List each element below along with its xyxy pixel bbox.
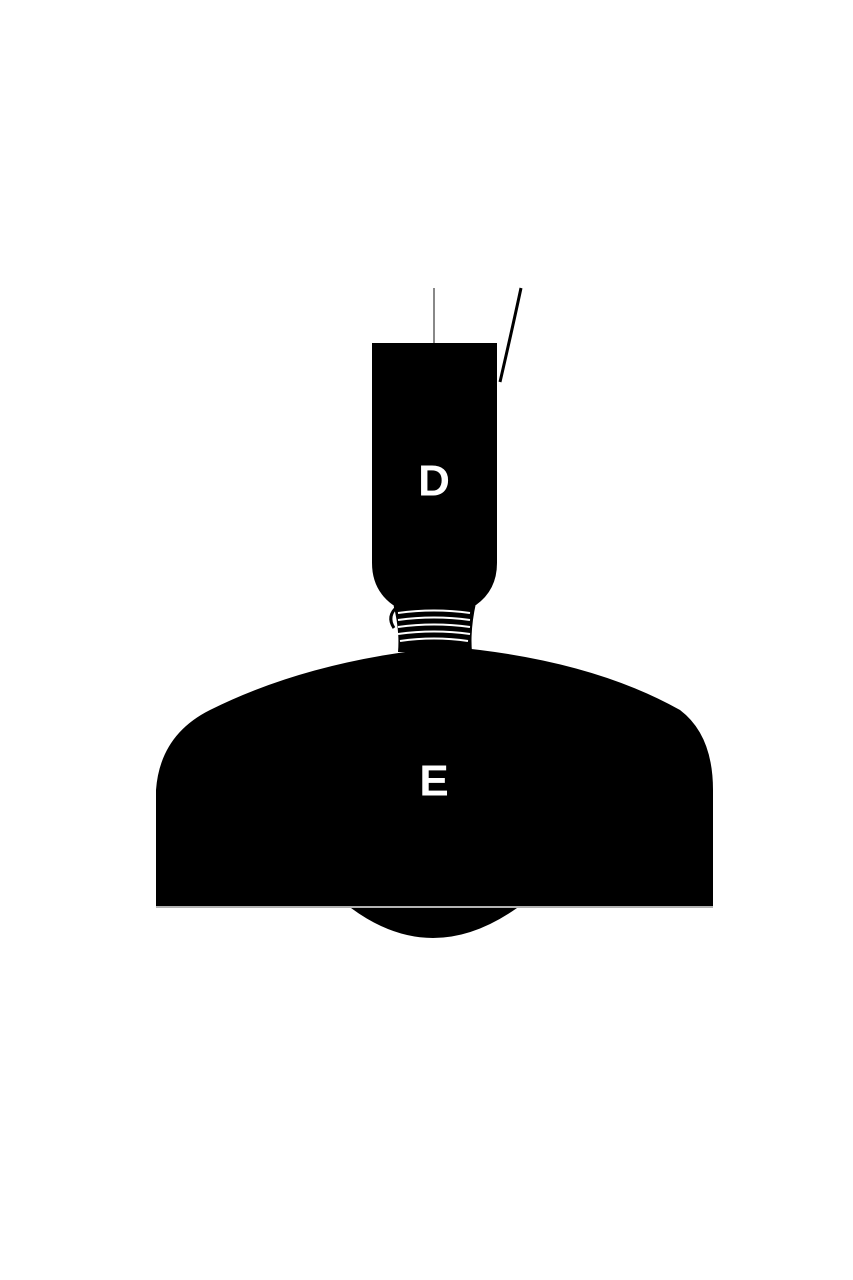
wire-coil [397, 609, 471, 642]
power-cable [498, 287, 523, 383]
part-d-body [372, 343, 497, 605]
part-e-shade [156, 648, 713, 906]
part-e-label: E [419, 757, 448, 806]
wire-loop [389, 604, 400, 629]
part-d-label: D [418, 457, 450, 506]
diffuser-bowl [351, 908, 517, 938]
